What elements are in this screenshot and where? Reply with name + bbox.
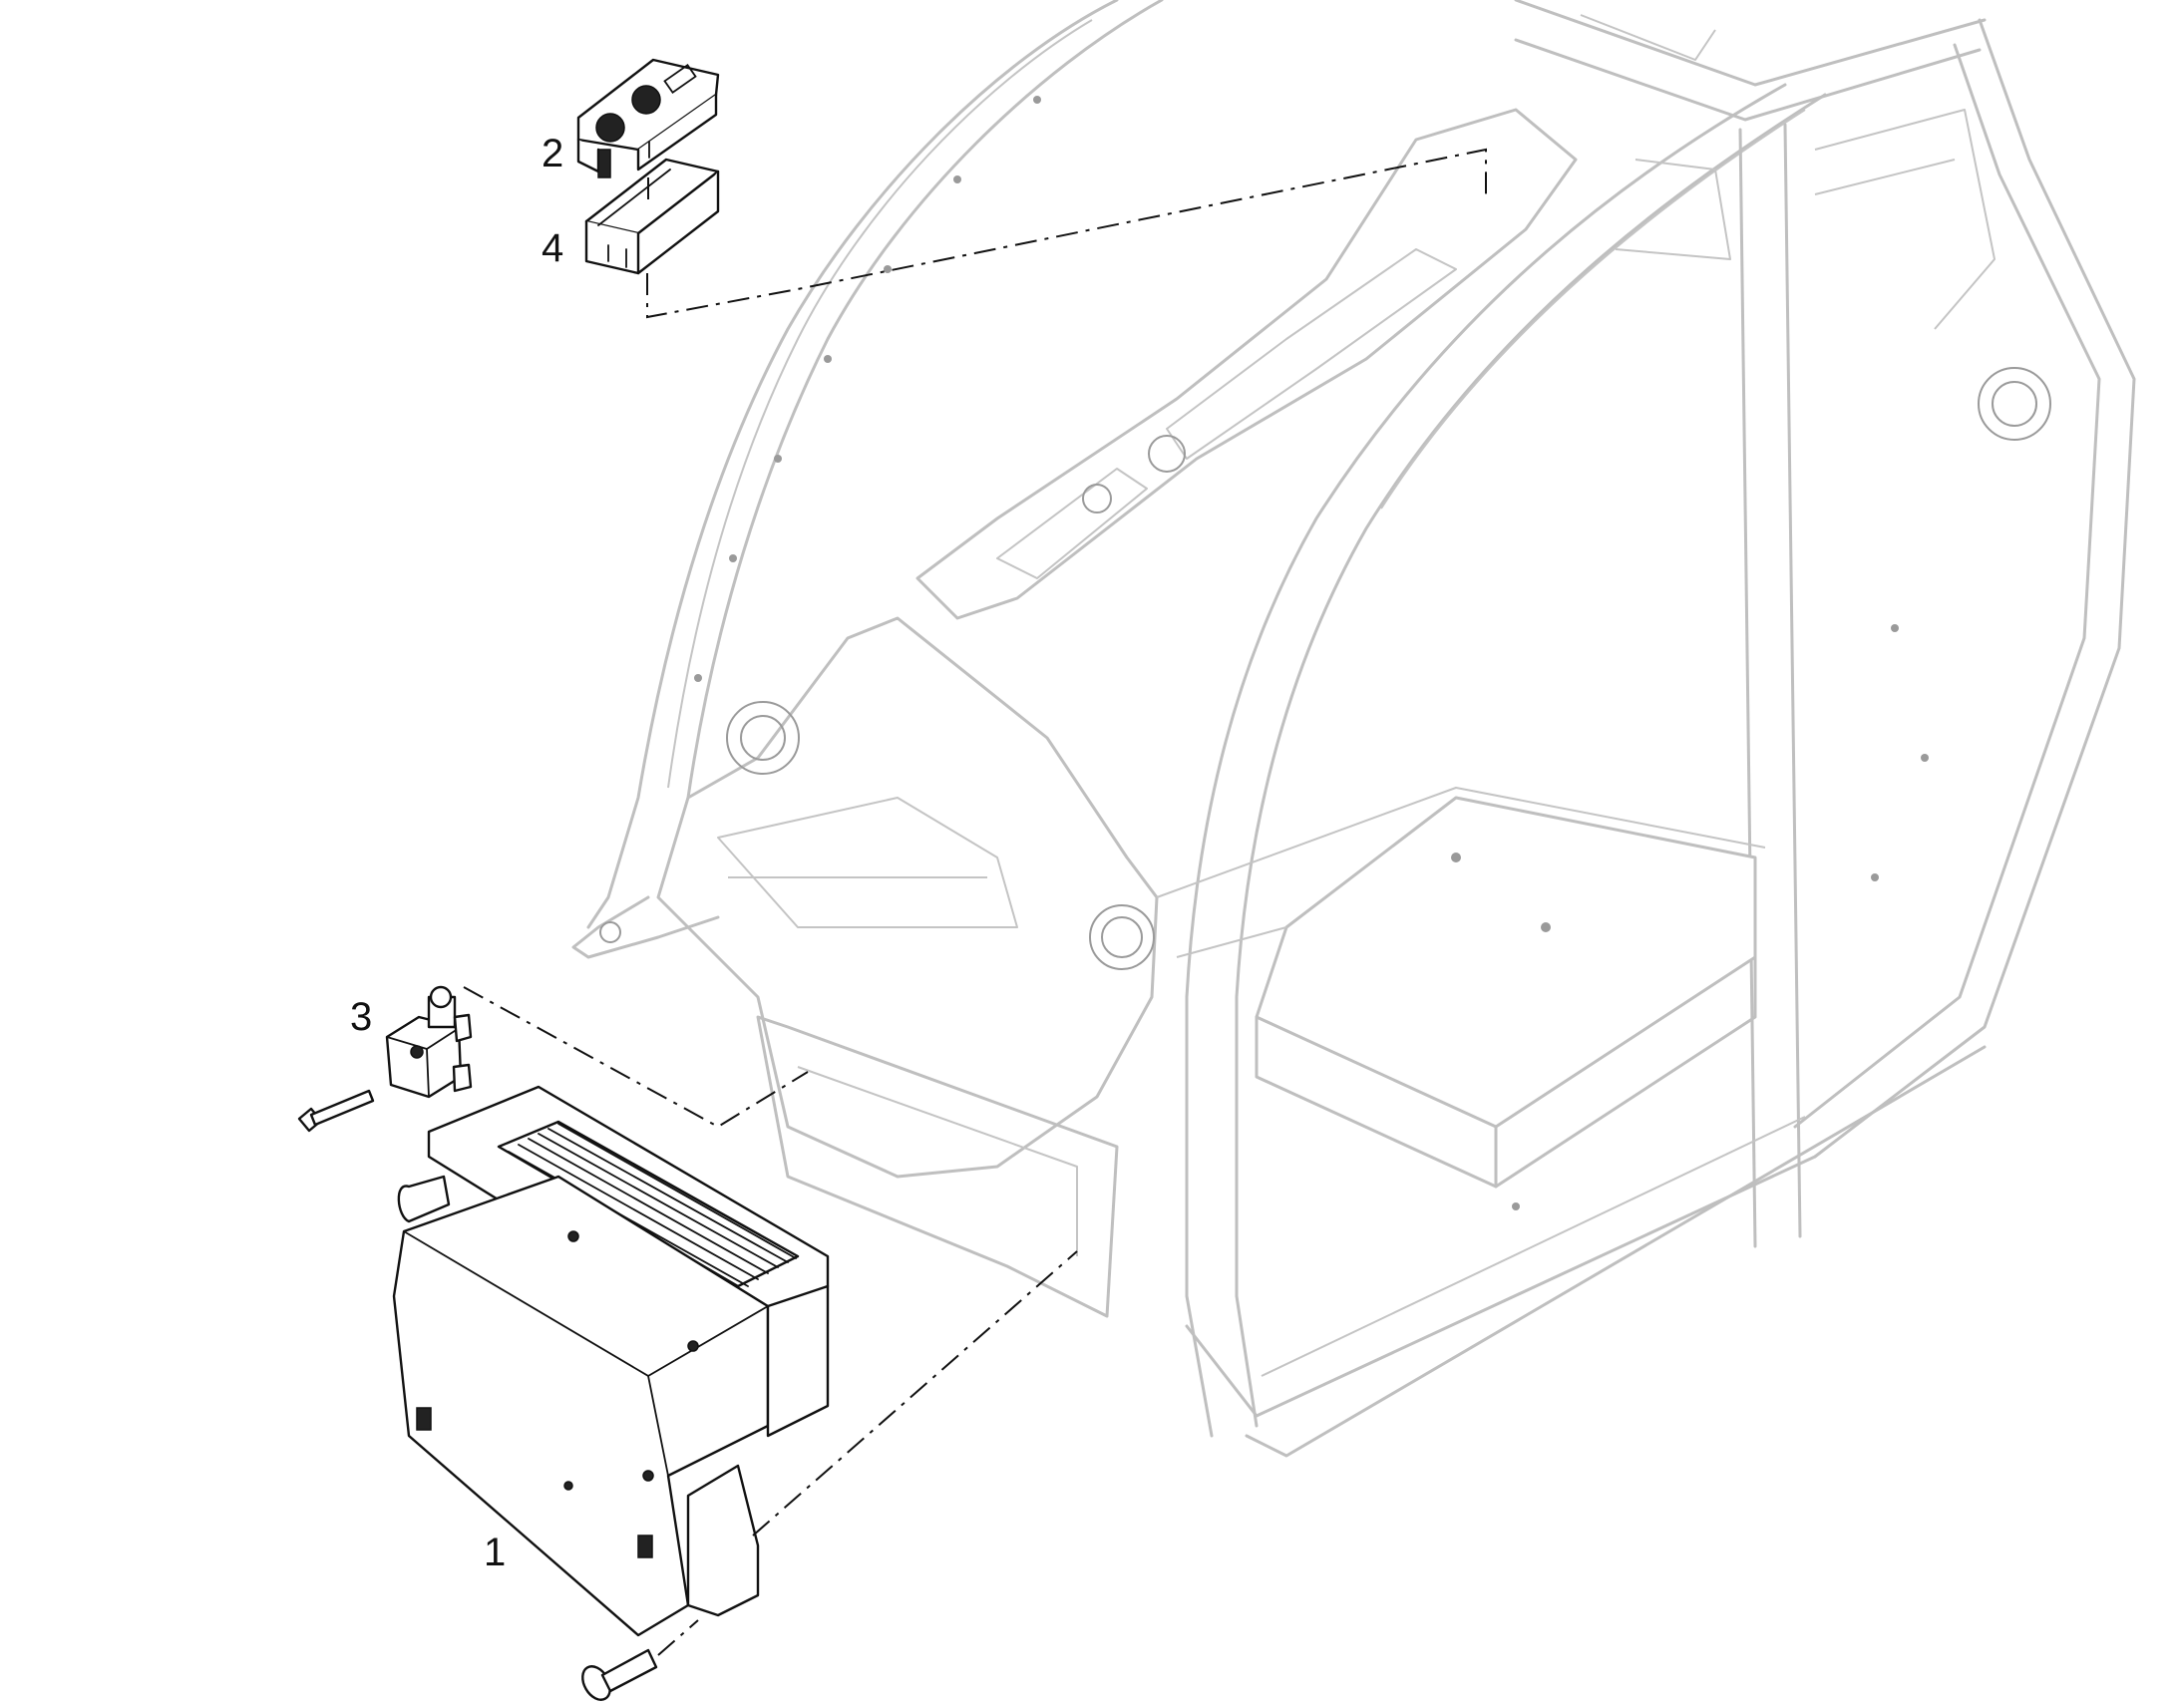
cab-frame: [571, 0, 2136, 1458]
callout-2: 2: [542, 132, 563, 175]
leader-part-1: [752, 1250, 1078, 1537]
callout-1: 1: [484, 1531, 506, 1574]
part-3-valve: [385, 985, 473, 1099]
part-2-switch-panel: [576, 58, 720, 178]
cab-roof-front-rail: [1514, 0, 1987, 87]
cab-left-front-pillar: [586, 0, 1119, 929]
cab-rear-pillar: [1813, 18, 2136, 1159]
knob-icon: [631, 85, 661, 115]
cab-seat-box: [1255, 796, 1757, 1129]
part-1-heater-unit: [392, 1085, 830, 1637]
cab-lower-dash: [756, 1015, 1119, 1318]
leader-part-3: [463, 986, 809, 1129]
part-4-mounting-box: [584, 141, 720, 275]
callout-3: 3: [350, 995, 372, 1039]
screw-bottom: [581, 1648, 658, 1701]
leader-lines: [463, 148, 1487, 1656]
cab-overhead-console: [915, 108, 1578, 620]
knob-icon: [595, 113, 625, 143]
leader-screw-bottom: [657, 1619, 699, 1656]
callouts: 2 4 3 1: [350, 132, 563, 1574]
cab-dashboard: [656, 616, 1159, 1179]
screw-left: [297, 1089, 375, 1133]
cab-left-front-pillar-inner: [661, 0, 1164, 889]
callout-4: 4: [542, 226, 563, 270]
cab-centre-pillar: [1738, 123, 1802, 1248]
cab-right-front-pillar: [1185, 83, 1787, 1438]
